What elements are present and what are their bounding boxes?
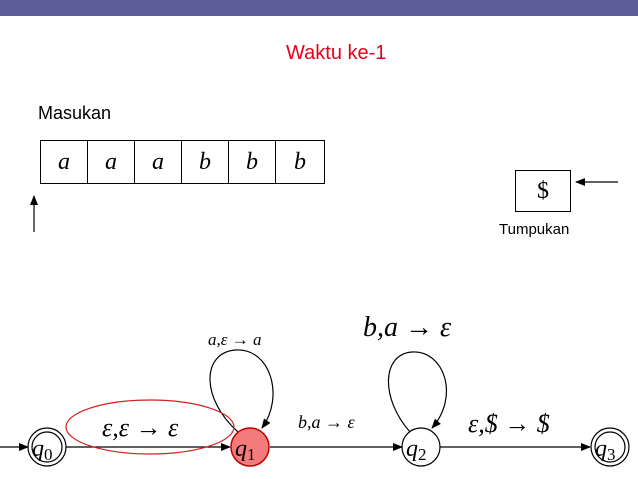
input-tape: a a a b b b bbox=[40, 140, 325, 184]
state-q3: q3 bbox=[590, 427, 630, 467]
label-q0-q1: ε,ε → ε bbox=[102, 413, 179, 442]
state-subscript: 2 bbox=[418, 445, 427, 464]
page-title: Waktu ke-1 bbox=[286, 42, 387, 64]
svg-text:q2: q2 bbox=[406, 436, 427, 464]
state-name: q bbox=[235, 436, 247, 462]
svg-text:q1: q1 bbox=[235, 436, 256, 464]
label-q1-q2: b,a → ε bbox=[298, 412, 356, 432]
tape-cell: b bbox=[229, 141, 276, 183]
tape-cell: b bbox=[294, 148, 306, 175]
state-name: q bbox=[595, 436, 607, 462]
tape-cell: a bbox=[135, 141, 182, 183]
svg-text:q0: q0 bbox=[32, 436, 53, 464]
label-q2-loop: b,a → ε bbox=[363, 312, 451, 343]
input-label: Masukan bbox=[38, 103, 112, 123]
state-q0: q0 bbox=[27, 427, 67, 467]
tape-cell: a bbox=[41, 141, 88, 183]
highlight-ellipse bbox=[65, 399, 235, 455]
state-subscript: 0 bbox=[44, 445, 53, 464]
label-q1-loop: a,ε → a bbox=[208, 330, 261, 349]
stack-top-cell: $ bbox=[515, 170, 571, 212]
state-q2: q2 bbox=[401, 427, 441, 467]
loop-q1 bbox=[209, 349, 274, 433]
state-q1: q1 bbox=[230, 427, 270, 467]
stack-label: Tumpukan bbox=[499, 221, 570, 238]
state-name: q bbox=[32, 436, 44, 462]
loop-q2 bbox=[387, 351, 447, 433]
state-subscript: 1 bbox=[247, 445, 256, 464]
label-q2-q3: ε,$ → $ bbox=[468, 409, 550, 438]
svg-text:q3: q3 bbox=[595, 436, 616, 464]
tape-cell: b bbox=[182, 141, 229, 183]
state-subscript: 3 bbox=[607, 445, 616, 464]
tape-cell: a bbox=[88, 141, 135, 183]
top-bar bbox=[0, 0, 638, 16]
state-name: q bbox=[406, 436, 418, 462]
